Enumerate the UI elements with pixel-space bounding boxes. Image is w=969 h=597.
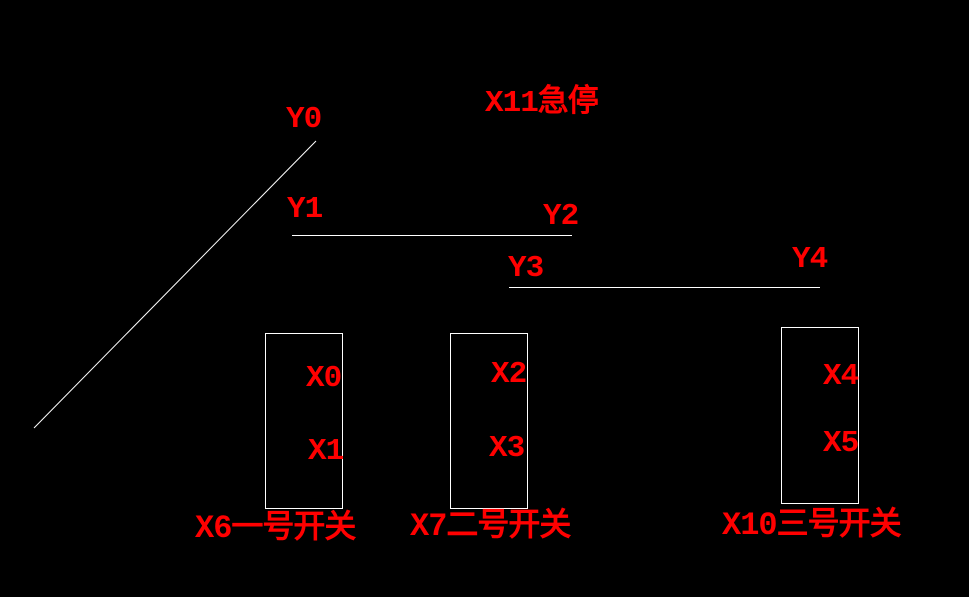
label-x11-emergency-stop: X11急停 [485, 86, 599, 121]
label-x1: X1 [308, 434, 344, 469]
label-x4: X4 [823, 359, 859, 394]
label-switch-2: X7二号开关 [410, 508, 571, 545]
switch-box-3 [781, 327, 859, 504]
diagonal-line [33, 140, 317, 429]
label-x2: X2 [491, 357, 527, 392]
label-switch-1: X6一号开关 [195, 510, 356, 547]
label-x5: X5 [823, 426, 859, 461]
label-y0: Y0 [286, 102, 322, 137]
label-switch-3: X10三号开关 [722, 507, 902, 544]
label-y3: Y3 [508, 251, 544, 286]
label-x3: X3 [489, 431, 525, 466]
label-y1: Y1 [287, 192, 323, 227]
label-x0: X0 [306, 361, 342, 396]
switch-box-1 [265, 333, 343, 509]
switch-box-2 [450, 333, 528, 509]
label-y4: Y4 [792, 242, 828, 277]
label-y2: Y2 [543, 199, 579, 234]
